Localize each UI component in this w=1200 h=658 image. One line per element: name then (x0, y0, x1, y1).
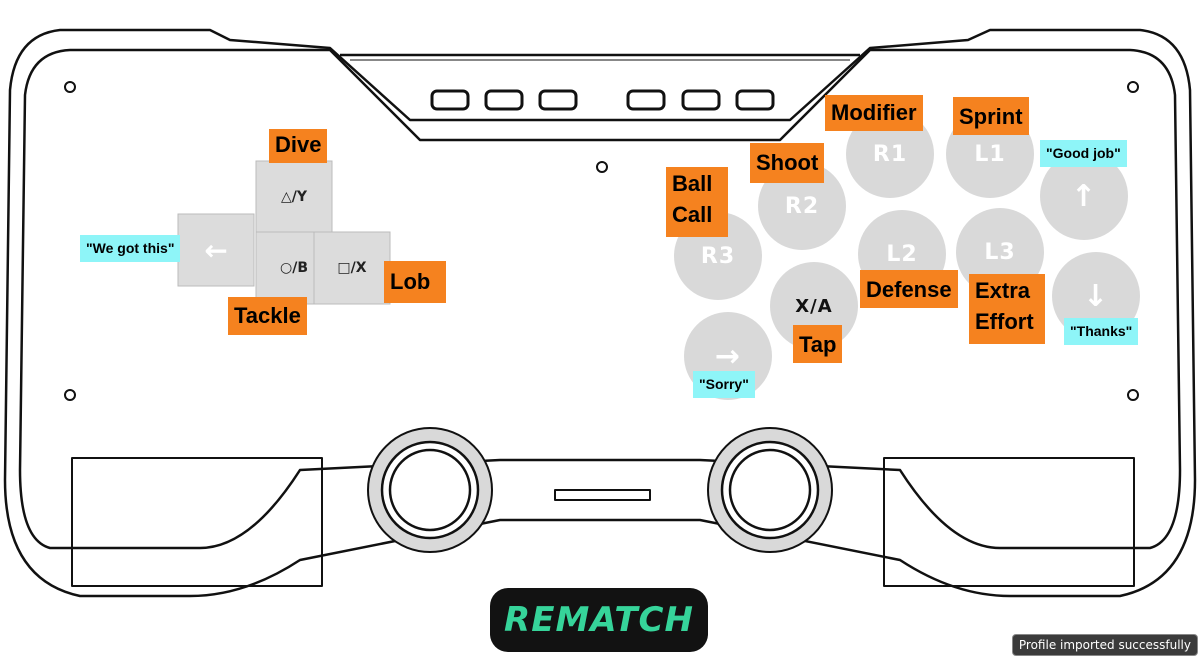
status-toast: Profile imported successfully (1011, 634, 1198, 656)
arrow-up-icon: ↑ (1070, 178, 1098, 214)
button-face-xa[interactable]: X/A (770, 262, 858, 350)
label-ball-call: Ball Call (666, 167, 728, 237)
label-tackle: Tackle (228, 297, 307, 335)
dpad-up-key[interactable]: △/Y (256, 161, 332, 233)
label-defense: Defense (860, 270, 958, 308)
square-x-icon: □/X (337, 260, 367, 276)
quickchat-sorry: "Sorry" (693, 371, 755, 398)
arrow-down-icon: ↓ (1082, 278, 1110, 314)
dpad-right-key[interactable]: □/X (314, 232, 390, 304)
quickchat-thanks: "Thanks" (1064, 318, 1139, 345)
x-a-icon: X/A (795, 295, 833, 317)
button-r2-label: R2 (784, 193, 820, 219)
dpad-left-key[interactable]: ← (178, 214, 254, 286)
arrow-left-icon: ← (204, 233, 228, 267)
triangle-y-icon: △/Y (280, 189, 308, 205)
label-lob: Lob (384, 261, 446, 303)
label-shoot: Shoot (750, 143, 825, 183)
button-l3-label: L3 (984, 239, 1016, 265)
button-r3-label: R3 (700, 243, 736, 269)
label-tap: Tap (793, 325, 843, 363)
circle-b-icon: ○/B (280, 260, 308, 276)
label-extra-effort: Extra Effort (969, 274, 1045, 344)
label-modifier: Modifier (825, 95, 923, 131)
label-dive: Dive (269, 129, 328, 163)
label-sprint: Sprint (953, 97, 1029, 135)
arrow-right-icon: → (714, 338, 742, 374)
button-r1-label: R1 (872, 141, 908, 167)
dpad-middle-key[interactable]: ○/B (256, 232, 332, 304)
button-l2-label: L2 (886, 241, 918, 267)
button-l1-label: L1 (974, 141, 1006, 167)
quickchat-we-got-this: "We got this" (80, 235, 181, 262)
quickchat-good-job: "Good job" (1040, 140, 1127, 167)
rematch-logo: REMATCH (490, 588, 708, 652)
